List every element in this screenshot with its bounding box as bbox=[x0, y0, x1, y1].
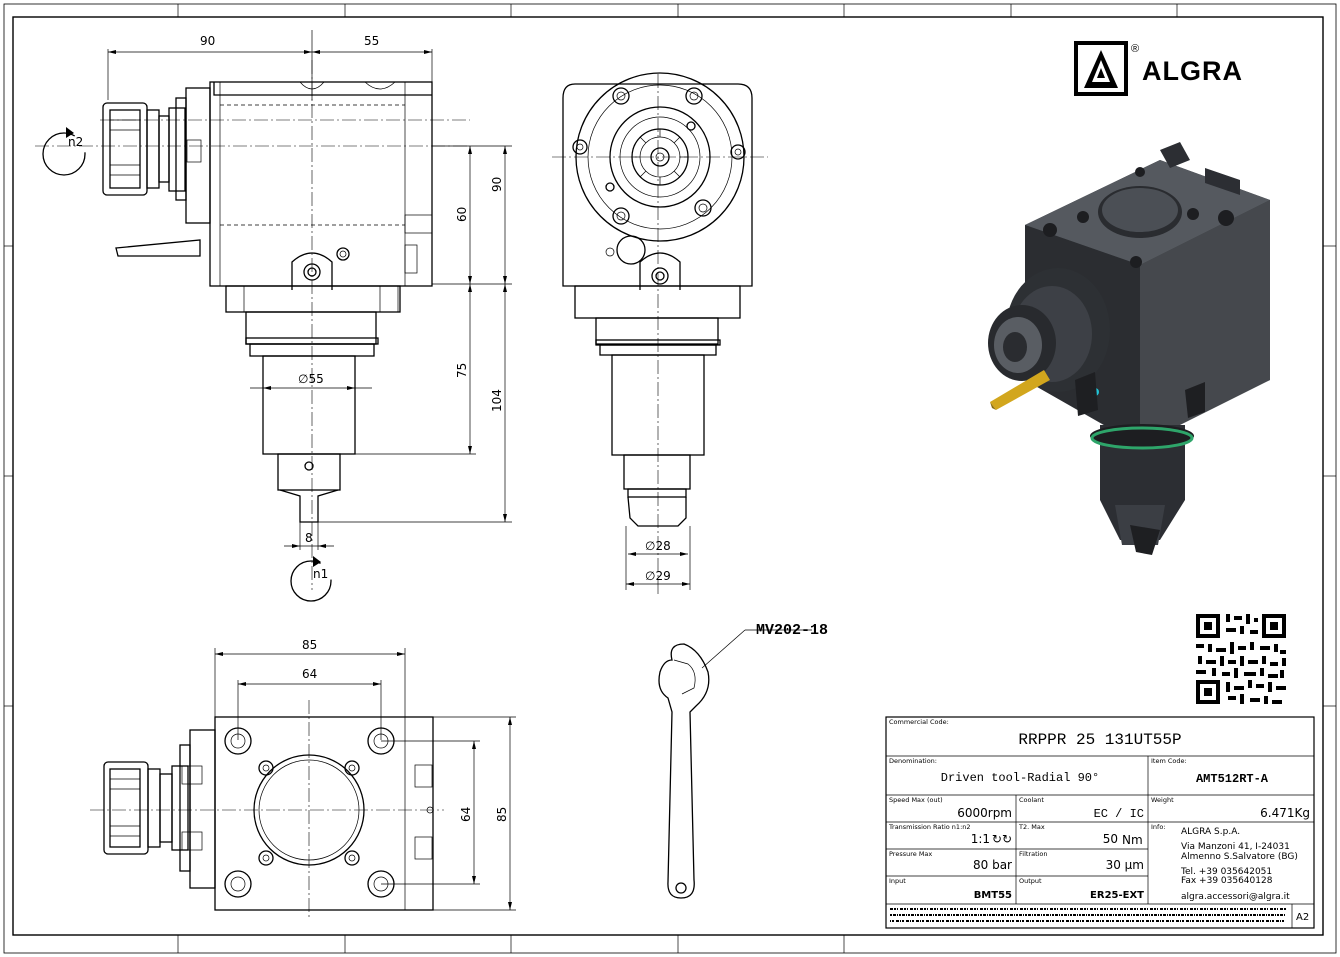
isometric-render bbox=[988, 142, 1270, 555]
label-n1: n1 bbox=[313, 567, 328, 581]
info-address2: Almenno S.Salvatore (BG) bbox=[1181, 852, 1298, 862]
pressure-label: Pressure Max bbox=[889, 850, 932, 858]
dim-85: 85 bbox=[302, 638, 317, 652]
sheet-zone-ticks bbox=[4, 4, 1336, 953]
denomination-label: Denomination: bbox=[889, 757, 937, 765]
qr-code bbox=[1196, 614, 1286, 704]
dim-8: 8 bbox=[305, 531, 313, 545]
dim-dia-55: ∅55 bbox=[298, 372, 324, 386]
dim-90-vert: 90 bbox=[490, 177, 504, 192]
sheet-size: A2 bbox=[1296, 912, 1309, 923]
input-value: BMT55 bbox=[974, 890, 1012, 901]
commercial-code: RRPPR 25 131UT55P bbox=[1018, 731, 1181, 749]
ratio-value: 1:1 bbox=[971, 832, 990, 846]
dim-60: 60 bbox=[455, 207, 469, 222]
front-bolt-holes bbox=[572, 87, 746, 265]
dim-64-vert: 64 bbox=[459, 807, 473, 822]
dim-bottom-heights: 64 85 bbox=[381, 716, 516, 911]
dim-bottom-widths: 85 64 bbox=[214, 638, 406, 740]
info-email: algra.accessori@algra.it bbox=[1181, 892, 1290, 902]
front-view: ∅28 ∅29 bbox=[552, 72, 768, 595]
title-block: Commercial Code: RRPPR 25 131UT55P Denom… bbox=[885, 716, 1315, 929]
brand-name: ALGRA bbox=[1142, 56, 1243, 86]
dim-75: 75 bbox=[455, 363, 469, 378]
torque-value: 50 bbox=[1103, 832, 1118, 846]
dim-85-vert: 85 bbox=[495, 807, 509, 822]
dim-side-width: 90 55 bbox=[107, 30, 433, 100]
info-address1: Via Manzoni 41, I-24031 bbox=[1181, 842, 1290, 852]
pressure-value: 80 bar bbox=[973, 858, 1012, 872]
algra-logo: ALGRA ® bbox=[1074, 41, 1243, 96]
output-label: Output bbox=[1019, 877, 1042, 885]
dim-tang: 8 bbox=[284, 522, 334, 550]
dim-90: 90 bbox=[200, 34, 215, 48]
sheet-outer-border bbox=[3, 3, 1337, 954]
dim-64: 64 bbox=[302, 667, 317, 681]
dim-104: 104 bbox=[490, 389, 504, 412]
torque-unit: Nm bbox=[1122, 833, 1143, 847]
dim-dia-28: ∅28 bbox=[645, 539, 671, 553]
collet-nut bbox=[102, 87, 211, 224]
filtration-value: 30 μm bbox=[1106, 858, 1144, 872]
torque-label: T2. Max bbox=[1018, 823, 1045, 831]
ratio-rotation-icon: ↻↻ bbox=[992, 832, 1012, 846]
bottom-view: 85 64 bbox=[90, 638, 516, 920]
output-value: ER25-EXT bbox=[1090, 890, 1144, 901]
dim-front-diameters: ∅28 ∅29 bbox=[625, 526, 691, 590]
bottom-bolt-holes bbox=[224, 727, 395, 898]
commercial-code-label: Commercial Code: bbox=[889, 718, 949, 726]
label-n2: n2 bbox=[68, 135, 83, 149]
speed-value: 6000rpm bbox=[957, 806, 1012, 820]
speed-label: Speed Max (out) bbox=[889, 796, 943, 804]
denomination: Driven tool-Radial 90° bbox=[941, 771, 1099, 785]
shank-body bbox=[262, 355, 356, 455]
wrench-drawing: MV202-18 bbox=[658, 622, 828, 899]
filtration-label: Filtration bbox=[1019, 850, 1048, 858]
weight-value: 6.471Kg bbox=[1260, 806, 1310, 820]
item-code: AMT512RT-A bbox=[1196, 772, 1269, 786]
info-label: Info: bbox=[1151, 823, 1166, 831]
ratio-label: Transmission Ratio n1:n2 bbox=[888, 823, 971, 831]
dim-side-heights: 60 90 75 104 bbox=[318, 145, 512, 523]
registered-mark: ® bbox=[1131, 43, 1139, 55]
coolant-value: EC / IC bbox=[1094, 807, 1144, 821]
input-label: Input bbox=[889, 877, 906, 885]
dim-dia-29: ∅29 bbox=[645, 569, 671, 583]
info-company: ALGRA S.p.A. bbox=[1181, 827, 1240, 837]
side-view: 90 55 bbox=[35, 30, 512, 602]
info-tel: Tel. +39 035642051 bbox=[1180, 867, 1272, 877]
coolant-label: Coolant bbox=[1019, 796, 1044, 804]
info-fax: Fax +39 035640128 bbox=[1181, 876, 1273, 886]
legal-fine-print bbox=[890, 908, 1286, 922]
wrench-code: MV202-18 bbox=[756, 622, 828, 639]
rotation-n1-icon: n1 bbox=[290, 556, 332, 602]
rotation-n2-icon: n2 bbox=[42, 127, 86, 176]
item-code-label: Item Code: bbox=[1151, 757, 1187, 765]
weight-label: Weight bbox=[1151, 796, 1174, 804]
dim-55: 55 bbox=[364, 34, 379, 48]
